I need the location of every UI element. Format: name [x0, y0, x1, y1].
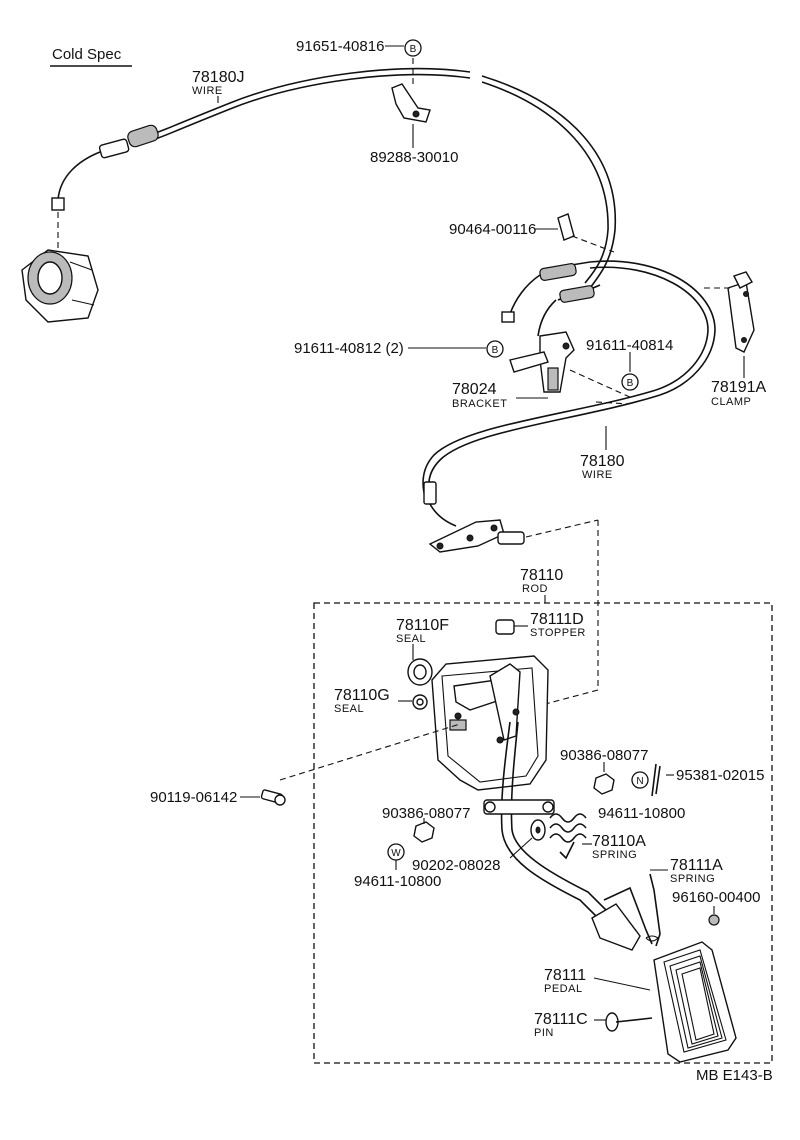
- label-78110G: 78110G: [334, 687, 390, 704]
- pin-95381: [651, 763, 661, 797]
- label-90386-a: 90386-08077: [560, 747, 648, 764]
- stopper-78111D: [495, 619, 515, 635]
- nut-90386-a: [593, 773, 615, 795]
- label-78110: 78110: [520, 567, 563, 584]
- wire-78180: [422, 260, 716, 527]
- wire-78180J: [51, 67, 616, 289]
- clamp-78191A: [704, 271, 755, 353]
- label-78110A: 78110A: [592, 833, 646, 850]
- label-78111D-name: STOPPER: [530, 627, 586, 639]
- label-78191A: 78191A: [711, 379, 766, 396]
- label-78180J-name: WIRE: [192, 85, 223, 97]
- label-78111C: 78111C: [534, 1011, 588, 1028]
- label-94611-b: 94611-10800: [354, 873, 441, 890]
- badge-94611-a: N: [631, 771, 649, 789]
- clip-90464: [557, 213, 615, 253]
- label-78180J: 78180J: [192, 69, 245, 86]
- label-78111-name: PEDAL: [544, 983, 583, 995]
- label-78110F-name: SEAL: [396, 633, 426, 645]
- svg-text:B: B: [627, 378, 634, 389]
- label-90386-b: 90386-08077: [382, 805, 470, 822]
- label-90464: 90464-00116: [449, 221, 536, 238]
- svg-text:B: B: [492, 345, 499, 356]
- clip-96160: [708, 914, 720, 926]
- spring-78111A: [603, 873, 661, 947]
- seal-78110F: [407, 658, 433, 686]
- label-78111A: 78111A: [670, 857, 723, 874]
- label-78110-name: ROD: [522, 583, 548, 595]
- guide-line: [279, 723, 461, 781]
- svg-text:B: B: [410, 44, 417, 55]
- label-91611-40814: 91611-40814: [586, 337, 673, 354]
- label-78180: 78180: [580, 453, 625, 470]
- label-78111A-name: SPRING: [670, 873, 715, 885]
- label-78110F: 78110F: [396, 617, 449, 634]
- badge-91651: B: [404, 39, 422, 57]
- badge-91611-b: B: [621, 373, 639, 391]
- label-91651: 91651-40816: [296, 38, 384, 55]
- lever-link: [428, 519, 599, 553]
- spec-label: Cold Spec: [52, 46, 122, 63]
- pedal-78111: [653, 941, 737, 1063]
- label-89288: 89288-30010: [370, 149, 458, 166]
- label-90119: 90119-06142: [150, 789, 237, 806]
- label-96160: 96160-00400: [672, 889, 760, 906]
- pedal-arm: [483, 721, 641, 951]
- label-78111C-name: PIN: [534, 1027, 554, 1039]
- label-90202: 90202-08028: [412, 857, 500, 874]
- badge-94611-b: W: [387, 843, 405, 861]
- label-78111D: 78111D: [530, 611, 584, 628]
- label-78180-name: WIRE: [582, 469, 613, 481]
- throttle-body: [21, 249, 99, 323]
- assembly-boundary: [313, 602, 773, 1064]
- bracket-78024: [509, 331, 633, 405]
- label-94611-a: 94611-10800: [598, 805, 685, 822]
- label-78191A-name: CLAMP: [711, 396, 751, 408]
- label-95381: 95381-02015: [676, 767, 764, 784]
- spring-78110A: [549, 813, 587, 860]
- svg-text:N: N: [636, 776, 643, 787]
- badge-91611-a: B: [486, 340, 504, 358]
- pedal-bracket-housing: [431, 655, 549, 791]
- label-78024: 78024: [452, 381, 497, 398]
- label-91611-40812: 91611-40812 (2): [294, 340, 404, 357]
- nut-90386-b: [413, 821, 435, 843]
- bracket-89288: [391, 58, 431, 123]
- footer-code: MB E143-B: [696, 1067, 773, 1084]
- label-78024-name: BRACKET: [452, 398, 507, 410]
- label-78110A-name: SPRING: [592, 849, 637, 861]
- pin-78111C: [605, 1012, 653, 1032]
- label-78111: 78111: [544, 967, 586, 984]
- label-78110G-name: SEAL: [334, 703, 364, 715]
- bolt-90119: [260, 789, 286, 806]
- svg-text:W: W: [391, 848, 401, 859]
